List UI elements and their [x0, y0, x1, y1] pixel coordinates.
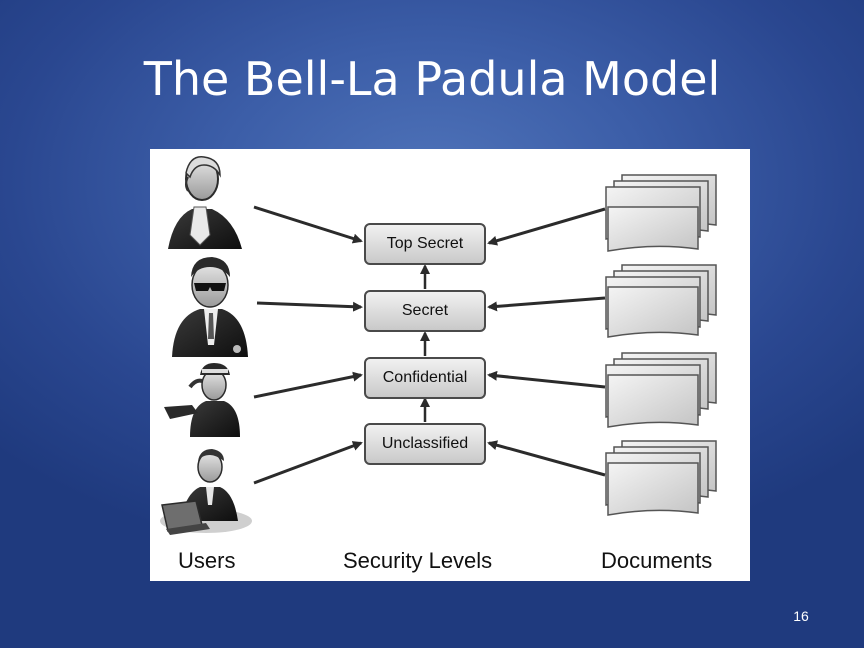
arrow-user1-topsecret	[253, 205, 363, 244]
arrow-user4-unclassified	[253, 441, 363, 485]
laptop-user-icon	[160, 449, 252, 535]
level-unclassified: Unclassified	[364, 423, 486, 465]
column-label-levels: Security Levels	[343, 548, 493, 573]
arrow-doc4-unclassified	[487, 440, 606, 477]
document-to-level-arrows	[487, 207, 606, 477]
document-stack-icon	[605, 264, 717, 338]
document-stack-icon	[605, 174, 717, 252]
statesman-portrait-icon	[168, 156, 242, 249]
agent-in-sunglasses-icon	[172, 257, 248, 357]
arrow-user2-secret	[256, 301, 363, 312]
level-top-secret: Top Secret	[364, 223, 486, 265]
column-label-documents: Documents	[601, 548, 713, 573]
saluting-officer-icon	[164, 363, 240, 437]
page-number: 16	[793, 608, 809, 624]
level-secret: Secret	[364, 290, 486, 332]
document-stack-icon	[605, 440, 717, 516]
document-stack-icon	[605, 352, 717, 428]
arrow-user3-confidential	[253, 371, 363, 399]
bell-la-padula-diagram: Top Secret Secret Confidential Unclassif…	[150, 149, 750, 581]
diagram-graphics	[160, 156, 717, 535]
arrow-doc2-secret	[487, 296, 606, 312]
arrow-doc1-topsecret	[487, 207, 606, 246]
arrow-doc3-confidential	[487, 370, 606, 389]
level-confidential: Confidential	[364, 357, 486, 399]
column-label-users: Users	[178, 548, 236, 573]
slide-title: The Bell-La Padula Model	[143, 52, 721, 106]
user-to-level-arrows	[253, 205, 363, 485]
